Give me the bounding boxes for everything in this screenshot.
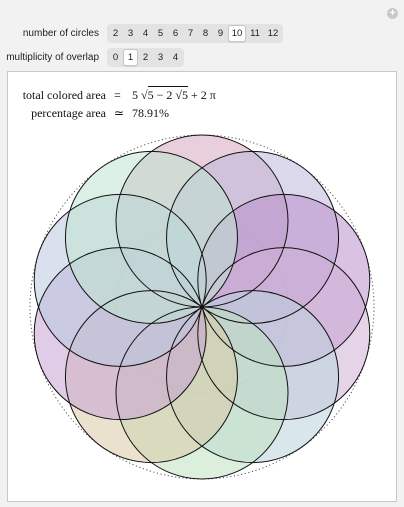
circle-outline-8 [33,247,207,421]
plus-icon[interactable]: + [387,8,398,19]
overlap-label: multiplicity of overlap [6,52,99,63]
overlap-option-2[interactable]: 2 [142,52,149,63]
overlap-option-3[interactable]: 3 [157,52,164,63]
area-tail: + 2 π [190,88,216,102]
circles-label: number of circles [22,28,99,39]
overlap-option-0[interactable]: 0 [112,52,119,63]
sqrt-outer: √5 − 2 √5 [141,86,188,102]
circles-option-4[interactable]: 4 [142,28,149,39]
pct-label: percentage area [31,106,106,120]
area-coef: 5 [132,88,138,102]
circles-option-5[interactable]: 5 [157,28,164,39]
area-eq: = [114,88,121,102]
circles-option-10[interactable]: 10 [228,25,246,42]
bounding-circle [29,134,375,480]
circles-option-6[interactable]: 6 [172,28,179,39]
pct-eq: ≃ [114,106,125,120]
circles-option-7[interactable]: 7 [187,28,194,39]
circle-outline-7 [64,290,238,464]
circles-option-8[interactable]: 8 [202,28,209,39]
circles-option-11[interactable]: 11 [250,28,260,39]
circles-option-9[interactable]: 9 [217,28,224,39]
area-radicand-b: 5 [181,88,188,102]
area-radicand-a: 5 − 2 [147,88,173,102]
area-value: 5 √5 − 2 √5 + 2 π [132,86,216,103]
area-label: total colored area [22,88,106,102]
circle-outline-9 [33,193,207,367]
circles-option-12[interactable]: 12 [267,28,279,39]
pct-value: 78.91% [132,106,169,120]
circle-outline-10 [64,150,238,324]
circles-option-3[interactable]: 3 [127,28,134,39]
overlap-option-1[interactable]: 1 [123,49,138,66]
circle-fill-10 [65,151,238,324]
circles-option-2[interactable]: 2 [112,28,119,39]
overlap-option-4[interactable]: 4 [172,52,179,63]
